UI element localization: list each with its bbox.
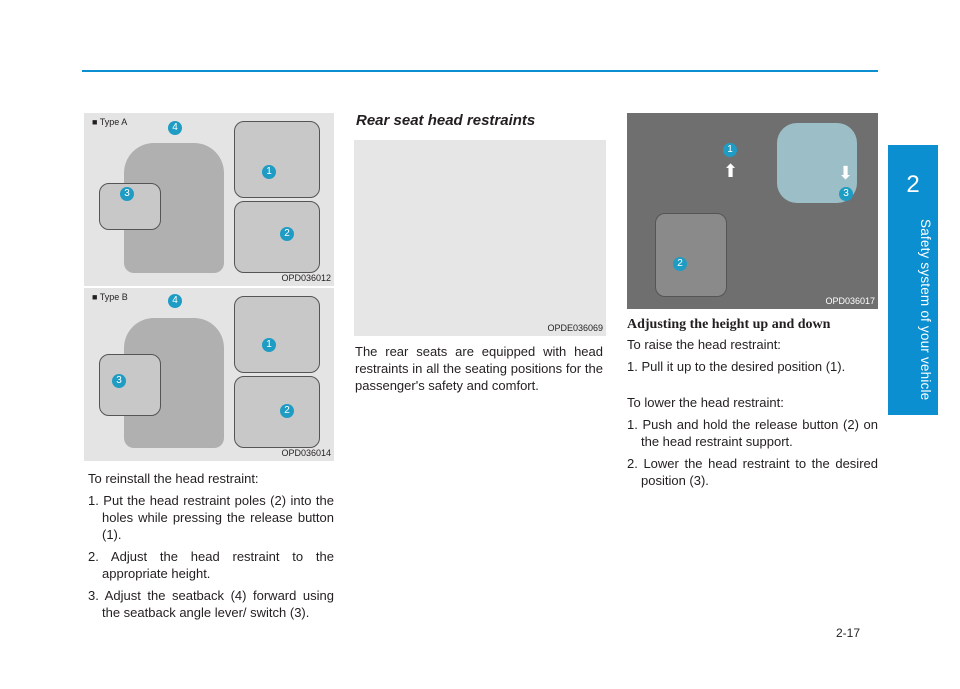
right-text-block: To raise the head restraint: 1. Pull it …: [627, 336, 878, 494]
figure-code: OPDE036069: [547, 323, 603, 333]
step-item: 3. Adjust the seatback (4) forward using…: [88, 588, 334, 620]
lower-intro: To lower the head restraint:: [627, 395, 784, 410]
header-rule: [82, 70, 878, 72]
figure-code: OPD036017: [825, 296, 875, 306]
callout-1: 1: [262, 165, 276, 179]
step-item: 1. Put the head restraint poles (2) into…: [88, 493, 334, 542]
support-inset: [655, 213, 727, 297]
rear-seat-body: The rear seats are equipped with head re…: [355, 344, 603, 393]
rear-seat-heading: Rear seat head restraints: [356, 112, 536, 129]
callout-3: 3: [120, 187, 134, 201]
release-button-inset: [234, 296, 320, 373]
raise-steps: 1. Pull it up to the desired position (1…: [627, 358, 878, 375]
step-item: 2. Adjust the head restraint to the appr…: [88, 549, 334, 581]
page-number: 2-17: [836, 626, 861, 640]
callout-2: 2: [280, 227, 294, 241]
callout-2: 2: [280, 404, 294, 418]
chapter-tab: [888, 145, 938, 415]
raise-intro: To raise the head restraint:: [627, 337, 781, 352]
callout-3: 3: [839, 187, 853, 201]
step-item: 1. Pull it up to the desired position (1…: [627, 359, 846, 374]
figure-code: OPD036012: [281, 273, 331, 283]
callout-2: 2: [673, 257, 687, 271]
switch-inset: [99, 354, 161, 416]
down-arrow-icon: ⬇: [838, 163, 854, 183]
callout-1: 1: [262, 338, 276, 352]
callout-4: 4: [168, 121, 182, 135]
left-text-block: To reinstall the head restraint: 1. Put …: [88, 470, 334, 626]
reinstall-steps: 1. Put the head restraint poles (2) into…: [88, 492, 334, 621]
head-restraint-inset: [234, 201, 320, 273]
lower-steps: 1. Push and hold the release button (2) …: [627, 416, 878, 489]
figure-type-label: ■ Type B: [92, 292, 128, 302]
chapter-title: Safety system of your vehicle: [918, 219, 933, 401]
step-item: 2. Lower the head restraint to the desir…: [627, 456, 878, 488]
figure-type-a: ■ Type A 4 1 3 2 OPD036012: [84, 113, 334, 286]
lever-inset: [99, 183, 161, 230]
head-restraint-figure: 1 ⬆ 3 ⬇ 2 OPD036017: [627, 113, 878, 309]
figure-type-b: ■ Type B 4 1 3 2 OPD036014: [84, 288, 334, 461]
head-restraint-inset: [234, 376, 320, 448]
release-button-inset: [234, 121, 320, 198]
rear-seat-figure: OPDE036069: [354, 140, 606, 336]
reinstall-intro: To reinstall the head restraint:: [88, 471, 259, 486]
adjust-height-heading: Adjusting the height up and down: [627, 317, 831, 332]
callout-3: 3: [112, 374, 126, 388]
callout-1: 1: [723, 143, 737, 157]
figure-type-label: ■ Type A: [92, 117, 128, 127]
callout-4: 4: [168, 294, 182, 308]
chapter-number: 2: [906, 171, 920, 198]
step-item: 1. Push and hold the release button (2) …: [627, 417, 878, 449]
up-arrow-icon: ⬆: [723, 161, 739, 181]
figure-code: OPD036014: [281, 448, 331, 458]
